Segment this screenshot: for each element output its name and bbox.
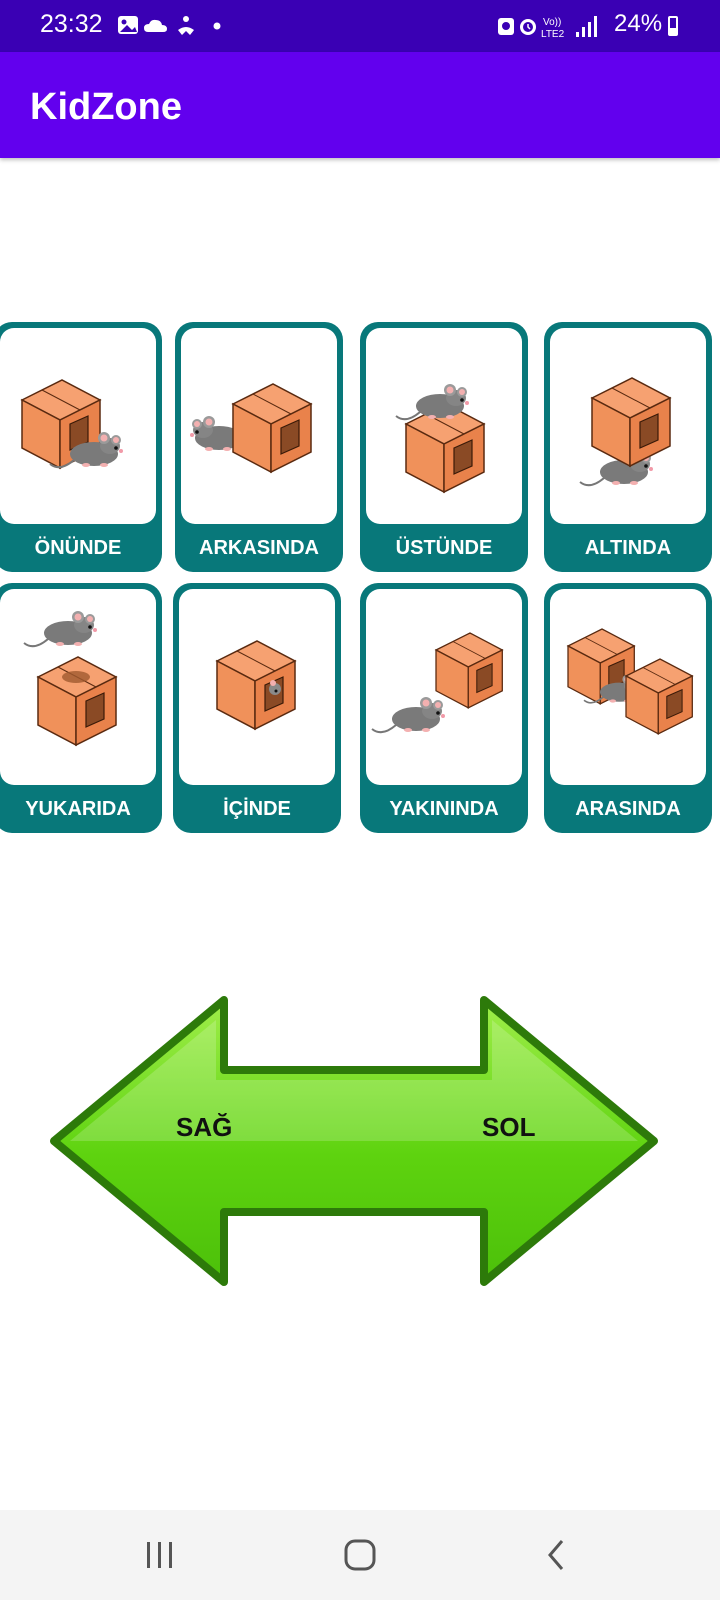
app-bar: KidZone	[0, 52, 720, 158]
card-altinda[interactable]: ALTINDA	[544, 322, 712, 572]
notification-icons	[118, 16, 221, 35]
app-title: KidZone	[30, 86, 182, 128]
mouse-behind-box-icon	[181, 328, 337, 524]
card-yakininda[interactable]: YAKININDA	[360, 583, 528, 833]
recycle-lock-icon	[498, 18, 514, 35]
system-icons: Vo)) LTE2	[498, 16, 597, 40]
back-icon	[548, 1540, 564, 1570]
card-label: ALTINDA	[584, 537, 672, 559]
card-label: YAKININDA	[389, 798, 499, 820]
signal-icon	[576, 16, 597, 37]
right-label: SAĞ	[176, 1112, 233, 1142]
status-bar: 23:32 Vo)) LTE2 24%	[0, 0, 720, 52]
gallery-icon	[118, 16, 138, 34]
home-button[interactable]	[330, 1530, 390, 1580]
card-arkasinda[interactable]: ARKASINDA	[175, 322, 343, 572]
accessibility-icon	[178, 16, 194, 35]
card-label: ÖNÜNDE	[34, 537, 122, 559]
mouse-in-front-of-box-icon	[0, 328, 156, 524]
mouse-on-box-icon	[366, 328, 522, 524]
battery-icon	[668, 16, 678, 36]
recent-apps-icon	[147, 1542, 172, 1568]
navigation-bar	[0, 1510, 720, 1600]
battery-percent: 24%	[614, 10, 663, 37]
svg-text:Vo)): Vo))	[543, 17, 561, 28]
card-label: ARKASINDA	[199, 537, 319, 559]
back-button[interactable]	[528, 1530, 588, 1580]
cloud-icon	[144, 19, 167, 32]
mouse-between-boxes-icon	[550, 589, 706, 785]
card-label: YUKARIDA	[25, 798, 131, 820]
mouse-in-box-icon	[179, 589, 335, 785]
left-label: SOL	[482, 1112, 536, 1142]
card-label: İÇİNDE	[223, 798, 291, 820]
svg-text:LTE2: LTE2	[541, 29, 565, 40]
card-label: ÜSTÜNDE	[395, 537, 493, 559]
home-icon	[344, 1539, 376, 1571]
card-ustunde[interactable]: ÜSTÜNDE	[360, 322, 528, 572]
card-label: ARASINDA	[575, 798, 681, 820]
mouse-above-box-icon	[0, 589, 156, 785]
mouse-under-box-icon	[550, 328, 706, 524]
alarm-icon	[520, 19, 536, 35]
card-yukarida[interactable]: YUKARIDA	[0, 583, 162, 833]
mouse-near-box-icon	[366, 589, 522, 785]
status-time: 23:32	[40, 10, 103, 38]
double-arrow-icon	[50, 996, 658, 1286]
left-right-arrow[interactable]: SAĞ SOL	[50, 996, 670, 1286]
recent-apps-button[interactable]	[130, 1530, 190, 1580]
card-onunde[interactable]: ÖNÜNDE	[0, 322, 162, 572]
card-arasinda[interactable]: ARASINDA	[544, 583, 712, 833]
card-icinde[interactable]: İÇİNDE	[173, 583, 341, 833]
dot-icon	[213, 22, 221, 30]
